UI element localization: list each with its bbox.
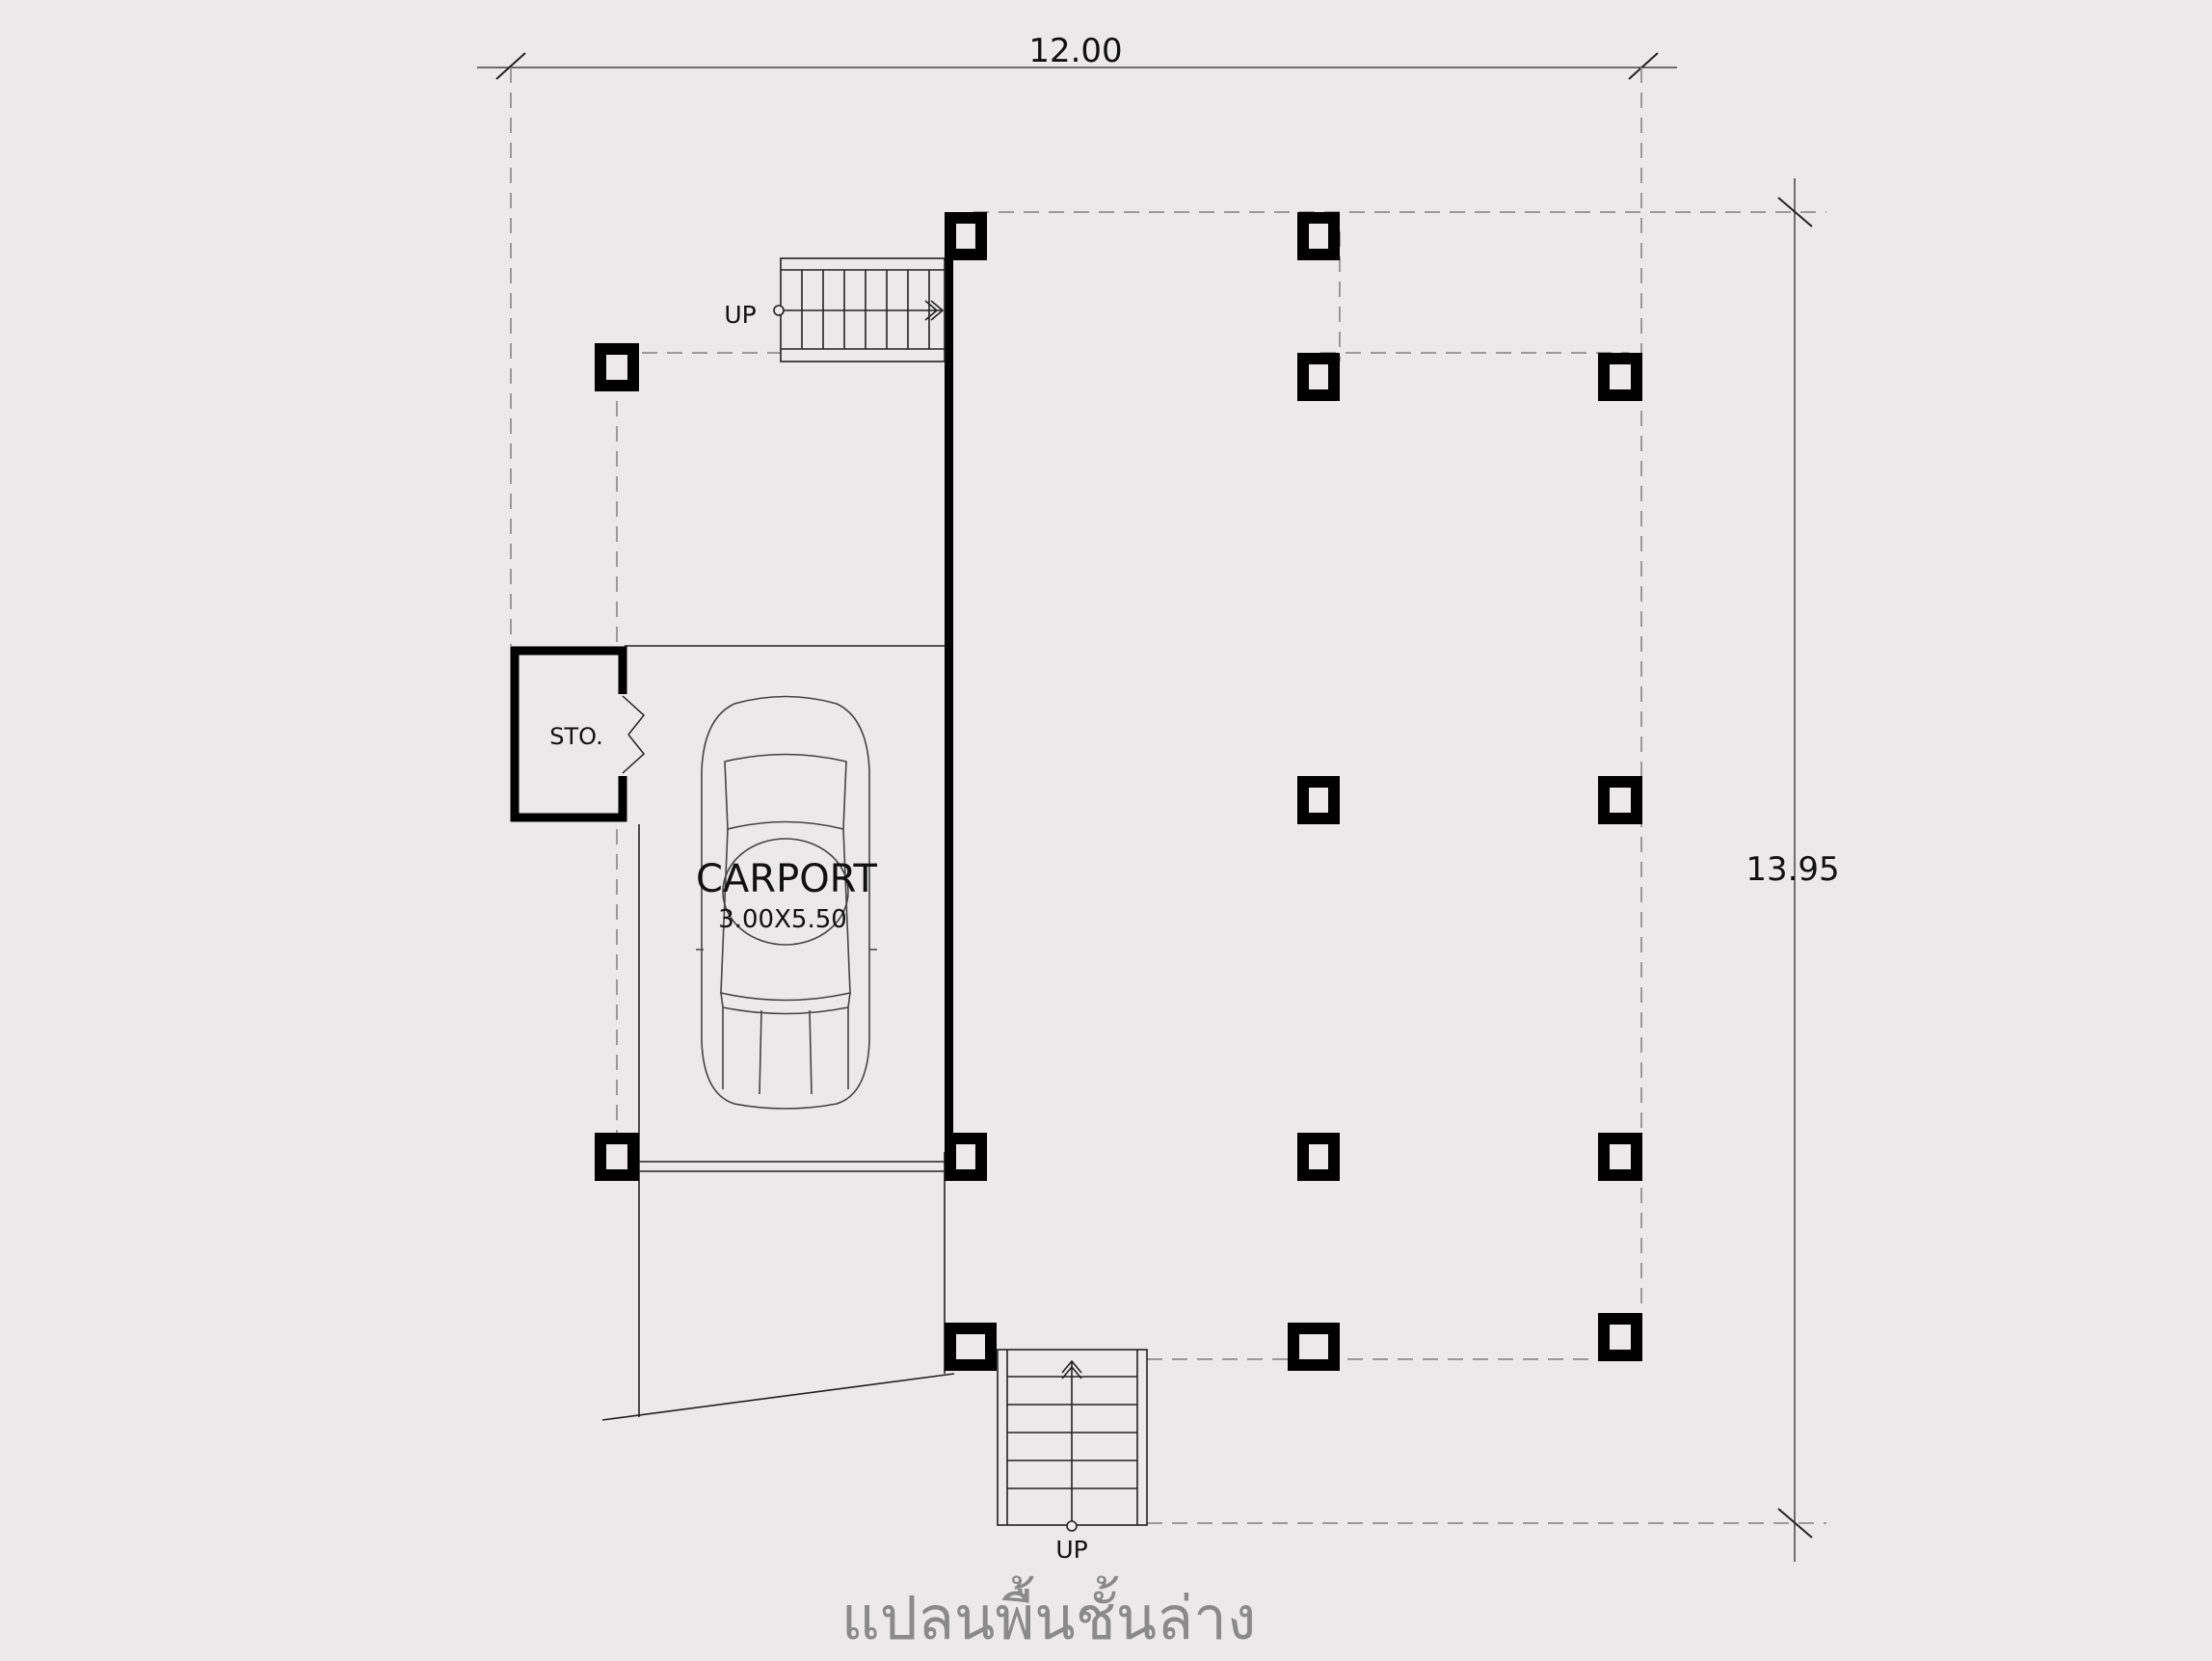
column bbox=[1297, 1133, 1340, 1181]
plan-title: แปลนพื้นชั้นล่าง bbox=[841, 1575, 1257, 1653]
top-stair-up-label: UP bbox=[724, 301, 756, 329]
column bbox=[1598, 1313, 1642, 1361]
column bbox=[945, 1133, 987, 1181]
top-stair: UP bbox=[724, 257, 946, 362]
columns bbox=[595, 212, 1642, 1371]
column bbox=[945, 212, 987, 260]
storage-label: STO. bbox=[549, 723, 602, 750]
column bbox=[1598, 776, 1642, 824]
column bbox=[945, 1323, 997, 1371]
storage-room: STO. bbox=[510, 646, 646, 822]
column bbox=[1598, 1133, 1642, 1181]
carport-size-label: 3.00X5.50 bbox=[718, 905, 847, 934]
column bbox=[1598, 353, 1642, 401]
carport-label: CARPORT bbox=[696, 857, 878, 901]
depth-dimension: 13.95 bbox=[1746, 178, 1840, 1562]
column bbox=[1297, 353, 1340, 401]
bottom-stair: UP bbox=[997, 1349, 1148, 1564]
main-wall bbox=[945, 222, 953, 1152]
column bbox=[1288, 1323, 1340, 1371]
column bbox=[1297, 212, 1340, 260]
width-dimension-label: 12.00 bbox=[1028, 32, 1122, 70]
column bbox=[595, 343, 639, 391]
width-dimension: 12.00 bbox=[477, 32, 1677, 80]
car-drawing bbox=[696, 695, 877, 1110]
carport-outline bbox=[601, 645, 955, 1421]
bottom-stair-up-label: UP bbox=[1055, 1536, 1087, 1564]
column bbox=[595, 1133, 639, 1181]
guide-lines bbox=[510, 67, 1826, 1524]
column bbox=[1297, 776, 1340, 824]
depth-dimension-label: 13.95 bbox=[1746, 850, 1839, 889]
